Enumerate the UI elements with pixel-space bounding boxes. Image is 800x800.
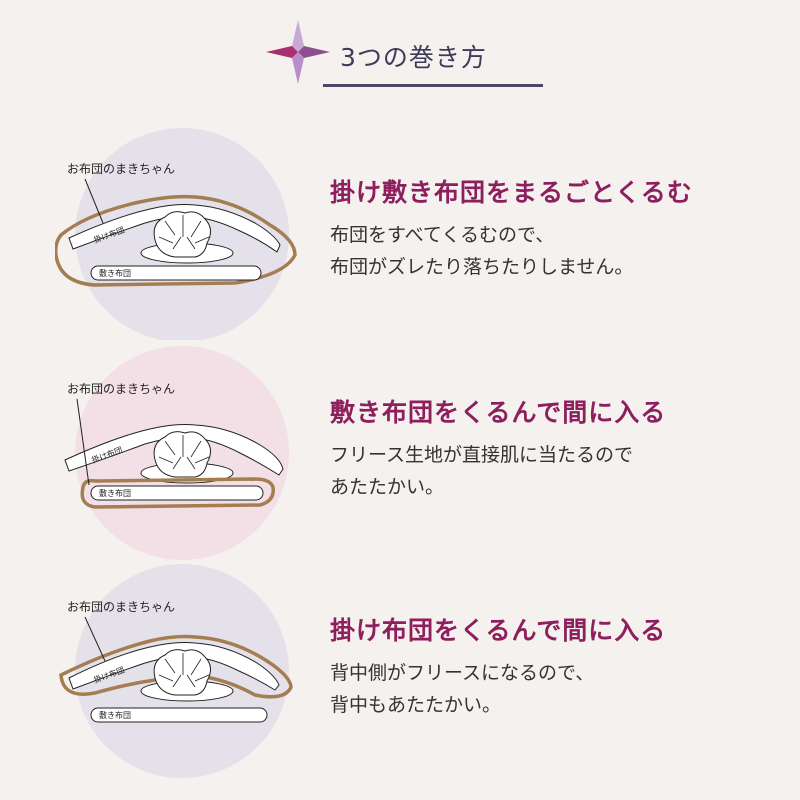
- method-section-3: 掛け布団 敷き布団 お布団のまきちゃん 掛け布団をくるんで間に入る 背中側がフリ…: [0, 563, 800, 783]
- caption-leader: [84, 178, 104, 224]
- wrap-diagram-1: 敷き布団 掛け布団 お布団のまきちゃん: [55, 125, 315, 340]
- maki-wrap-outline: [55, 194, 297, 287]
- method-title: 掛け敷き布団をまるごとくるむ: [330, 178, 693, 207]
- person-head-icon: [153, 431, 211, 478]
- desc-line: 背中側がフリースになるので、: [330, 662, 595, 684]
- desc-line: 布団をすべてくるむので、: [330, 224, 555, 246]
- caption-label: お布団のまきちゃん: [67, 600, 175, 614]
- caption-label: お布団のまきちゃん: [67, 382, 175, 396]
- maki-wrap-outline: [59, 634, 293, 699]
- desc-line: 布団がズレたり落ちたりしません。: [330, 256, 634, 278]
- page-header: 3つの巻き方: [0, 0, 800, 100]
- page-title: 3つの巻き方: [340, 43, 487, 72]
- kake-futon: [64, 424, 284, 476]
- method-description: フリース生地が直接肌に当たるので あたたかい。: [330, 439, 770, 503]
- desc-line: あたたかい。: [330, 476, 445, 498]
- shiki-futon: [90, 707, 268, 723]
- person-head-icon: [153, 649, 211, 696]
- person-head-icon: [153, 211, 211, 258]
- desc-line: フリース生地が直接肌に当たるので: [330, 444, 634, 466]
- shiki-label: 敷き布団: [99, 710, 131, 720]
- shiki-futon: [90, 485, 264, 501]
- desc-line: 背中もあたたかい。: [330, 694, 502, 716]
- kake-futon: [68, 204, 281, 253]
- method-section-2: 掛け布団 敷き布団 お布団のまきちゃん 敷き布団をくるんで間に入る フリース生地…: [0, 345, 800, 565]
- shiki-futon: [90, 265, 262, 281]
- star-icon: [266, 20, 330, 84]
- shiki-label: 敷き布団: [99, 268, 131, 278]
- caption-leader: [76, 398, 90, 486]
- method-title: 敷き布団をくるんで間に入る: [330, 398, 667, 427]
- wrap-diagram-2: 掛け布団 敷き布団 お布団のまきちゃん: [55, 345, 315, 560]
- kake-futon: [68, 642, 280, 691]
- method-description: 背中側がフリースになるので、 背中もあたたかい。: [330, 657, 770, 721]
- caption-leader: [84, 616, 106, 662]
- maki-wrap-outline: [80, 477, 275, 509]
- title-underline: [323, 84, 543, 87]
- shiki-label: 敷き布団: [99, 488, 131, 498]
- method-description: 布団をすべてくるむので、 布団がズレたり落ちたりしません。: [330, 219, 770, 283]
- caption-label: お布団のまきちゃん: [67, 162, 175, 176]
- method-title: 掛け布団をくるんで間に入る: [330, 616, 667, 645]
- wrap-diagram-3: 掛け布団 敷き布団 お布団のまきちゃん: [55, 563, 315, 778]
- method-section-1: 敷き布団 掛け布団 お布団のまきちゃん 掛け敷き布団をまるごとくるむ 布団をすべ…: [0, 125, 800, 345]
